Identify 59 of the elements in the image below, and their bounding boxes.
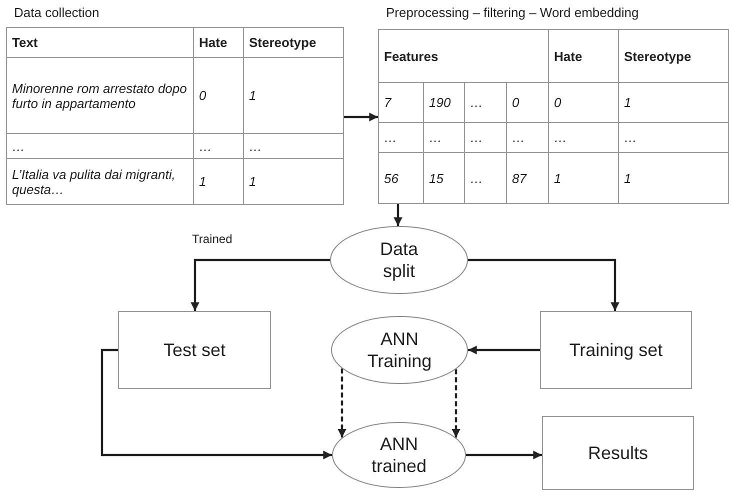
column-header: Stereotype: [618, 30, 729, 82]
data-cell: 56: [378, 152, 424, 204]
node-label: ANN trained: [370, 432, 428, 478]
arrow: [394, 203, 402, 226]
data-cell: 0: [194, 58, 244, 134]
data-cell: 0: [548, 82, 619, 122]
data-cell: 1: [194, 158, 244, 204]
data-cell: …: [378, 122, 424, 152]
data-cell: L’Italia va pulita dai migranti, questa…: [6, 158, 194, 204]
node-label: Results: [588, 442, 648, 464]
arrow: [468, 346, 540, 354]
data-cell: …: [506, 122, 549, 152]
data-cell: 1: [618, 152, 729, 204]
data-table: [378, 5, 729, 203]
column-header: Stereotype: [244, 28, 344, 58]
data-cell: …: [6, 134, 194, 158]
data-cell: …: [424, 122, 464, 152]
ellipse-node: [331, 316, 468, 384]
arrow: [452, 369, 460, 438]
process-box: [118, 311, 271, 389]
column-header: Features: [378, 30, 549, 82]
table-heading: Data collection: [14, 5, 100, 20]
edge-label: Trained: [190, 232, 234, 246]
data-cell: 7: [378, 82, 424, 122]
data-cell: Minorenne rom arrestato dopo furto in appartamento: [6, 58, 194, 134]
data-cell: 1: [548, 152, 619, 204]
arrow: [190, 258, 330, 311]
process-box: [540, 311, 692, 389]
column-header: Hate: [548, 30, 619, 82]
ellipse-node: [332, 422, 466, 488]
arrow: [466, 450, 542, 460]
arrow: [468, 258, 620, 311]
node-label: Data split: [378, 238, 420, 282]
arrow: [338, 368, 346, 438]
data-cell: 1: [244, 58, 344, 134]
data-cell: 87: [506, 152, 549, 204]
node-label: ANN Training: [366, 328, 433, 372]
column-header: Text: [6, 28, 194, 58]
data-cell: 1: [618, 82, 729, 122]
data-table: [6, 5, 343, 204]
column-header: Hate: [194, 28, 244, 58]
data-cell: 0: [506, 82, 549, 122]
data-cell: …: [464, 152, 506, 204]
process-box: [542, 416, 694, 490]
data-cell: 190: [424, 82, 464, 122]
data-cell: 15: [424, 152, 464, 204]
data-cell: …: [194, 134, 244, 158]
data-cell: 1: [244, 158, 344, 204]
data-cell: …: [464, 82, 506, 122]
data-cell: …: [244, 134, 344, 158]
arrow: [100, 348, 332, 460]
data-cell: …: [464, 122, 506, 152]
data-cell: …: [548, 122, 619, 152]
node-label: Training set: [569, 338, 663, 362]
arrow: [343, 112, 378, 122]
data-cell: …: [618, 122, 729, 152]
table-heading: Preprocessing – filtering – Word embedding: [386, 5, 639, 20]
ellipse-node: [330, 226, 468, 294]
node-label: Test set: [163, 338, 226, 362]
